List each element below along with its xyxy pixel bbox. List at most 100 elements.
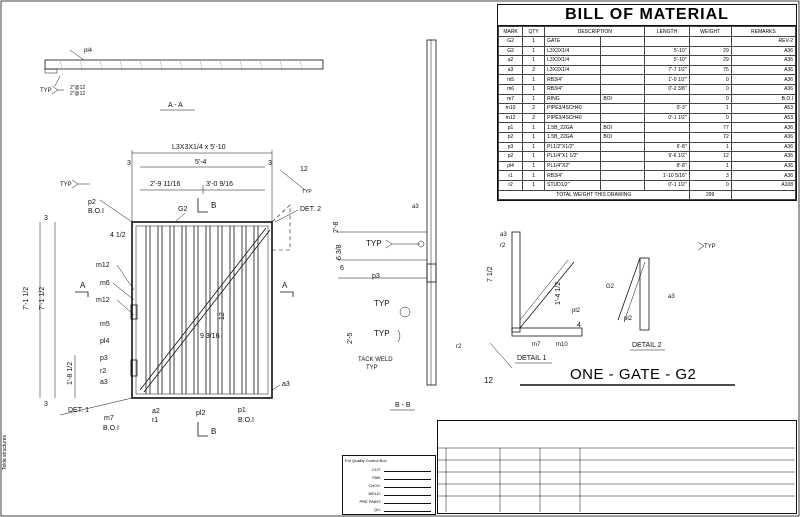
aa-pl4-label: pl4 <box>84 48 93 54</box>
quality-control-box: For Quality Control Box CUT: FAB: CHCK: … <box>342 455 436 515</box>
bom-cell-qty: 1 <box>522 74 546 85</box>
bb-dim-2-8: 2'-8 <box>333 221 340 233</box>
qc-row: CHCK: <box>343 481 435 489</box>
bom-cell-qty: 1 <box>522 45 546 57</box>
d1-pl2-label: pl2 <box>572 308 581 314</box>
bom-cell-length <box>644 36 690 47</box>
bom-cell-mark: m6 <box>497 83 524 95</box>
m7-label: m7 <box>104 415 114 422</box>
bom-cell-remarks: A108 <box>730 179 797 191</box>
bom-col-length: LENGTH <box>644 26 690 37</box>
bom-cell-remarks: A36 <box>730 131 797 143</box>
bom-cell-mark: p2 <box>497 131 524 143</box>
bom-cell-description: PIPE3/4SCH40 <box>544 103 602 114</box>
bom-cell-description: 1.5B_22GA <box>544 131 602 143</box>
bom-table: MARK QTY DESCRIPTION LENGTH WEIGHT REMAR… <box>497 26 797 201</box>
qc-row: PRE PAINT: <box>343 497 435 505</box>
bb-dim-6b: 6 <box>340 265 344 272</box>
bom-cell-mark: G2 <box>497 45 524 57</box>
bom-col-weight: WEIGHT <box>688 26 732 37</box>
bb-typ2-label: TYP <box>374 299 390 308</box>
bom-cell-boi: BOI <box>600 122 646 133</box>
dim-7-1b: 7'-1 1/2 <box>39 287 46 310</box>
bom-cell-weight: 72 <box>688 131 732 143</box>
qc-row-label: CUT: <box>372 466 381 472</box>
bom-cell-description: L3X3X1/4 <box>544 55 602 66</box>
a3r-label: a3 <box>282 381 290 388</box>
bom-cell-boi <box>600 64 646 76</box>
bom-cell-weight: 0 <box>688 83 732 95</box>
qc-title: For Quality Control Box <box>345 458 387 463</box>
bom-cell-length: 8'-8" <box>644 160 690 172</box>
qc-row: FAB: <box>343 473 435 481</box>
bom-cell-remarks: A36 <box>730 141 797 153</box>
bom-cell-boi <box>600 45 646 57</box>
bb-dim-2-5: 2'-5 <box>347 332 354 344</box>
title-block-lines <box>437 447 795 512</box>
bom-cell-remarks: B.O.I <box>730 93 797 105</box>
bom-cell-remarks: A36 <box>730 64 797 76</box>
section-aa-view: pl4 TYP 2"@12 2"@12 A - A <box>40 48 324 111</box>
boi-label: B.O.I <box>88 208 104 215</box>
bom-cell-mark: p3 <box>497 141 524 153</box>
bom-cell-length: 1'-10 5/16" <box>644 170 690 181</box>
bom-cell-description: RB3/4" <box>544 83 602 95</box>
bom-cell-remarks: A36 <box>730 151 797 162</box>
qc-row: WELD: <box>343 489 435 497</box>
title-block <box>437 420 797 514</box>
d2-a3-label: a3 <box>668 294 675 300</box>
bom-cell-length <box>644 93 690 105</box>
d2-g2-label: G2 <box>606 284 615 290</box>
bom-cell-mark: a2 <box>497 55 524 66</box>
bom-cell-description: PIPE3/4SCH40 <box>544 112 602 124</box>
bom-cell-description: GATE <box>544 36 602 47</box>
qc-row-label: WELD: <box>368 490 381 496</box>
bom-cell-weight: 29 <box>688 45 732 57</box>
bom-cell-qty: 2 <box>522 103 546 114</box>
detail-2-view: G2 a3 pl2 TYP DETAIL 2 <box>606 241 716 351</box>
m6-label: m6 <box>100 280 110 287</box>
bom-cell-remarks: A36 <box>730 74 797 85</box>
d1-m10-label: m10 <box>556 342 568 348</box>
bb-typ3-label: TYP <box>374 329 390 338</box>
dim-12b: 12 <box>219 312 226 320</box>
bom-cell-qty: 1 <box>522 151 546 162</box>
bom-cell-length: 0'-2 3/8" <box>644 83 690 95</box>
typ-left: TYP <box>60 182 72 188</box>
bom-cell-description: RB3/4" <box>544 170 602 181</box>
bom-cell-weight: 77 <box>688 122 732 133</box>
bom-cell-length <box>644 131 690 143</box>
bom-title: BILL OF MATERIAL <box>498 5 796 26</box>
dim-3a: 3 <box>127 160 131 167</box>
bom-cell-qty: 1 <box>522 131 546 143</box>
bom-cell-weight: 0 <box>688 93 732 105</box>
bom-col-qty: QTY <box>522 26 546 37</box>
bom-cell-qty: 1 <box>522 141 546 153</box>
bom-cell-weight: 3 <box>688 170 732 181</box>
bb-r2-label: r2 <box>456 344 462 350</box>
gate-elevation: L3X3X1/4 x 5'-10 5'-4 2'-9 11/16 3'-0 9/… <box>23 144 321 437</box>
bom-cell-boi <box>600 179 646 191</box>
bom-cell-length: 5'-10" <box>644 45 690 57</box>
bom-cell-mark: m12 <box>497 112 524 124</box>
p3-label: p3 <box>100 355 108 362</box>
bom-cell-weight: 1 <box>688 103 732 114</box>
bill-of-material: BILL OF MATERIAL MARK QTY DESCRIPTION LE… <box>497 4 797 202</box>
pl4-label: pl4 <box>100 338 109 345</box>
bom-cell-remarks: A36 <box>730 45 797 57</box>
bom-cell-boi: BOI <box>600 93 646 105</box>
bom-cell-mark: pl4 <box>497 160 524 172</box>
m5-label: m5 <box>100 321 110 328</box>
boi2-label: B.O.I <box>103 425 119 432</box>
bom-cell-boi <box>600 36 646 47</box>
